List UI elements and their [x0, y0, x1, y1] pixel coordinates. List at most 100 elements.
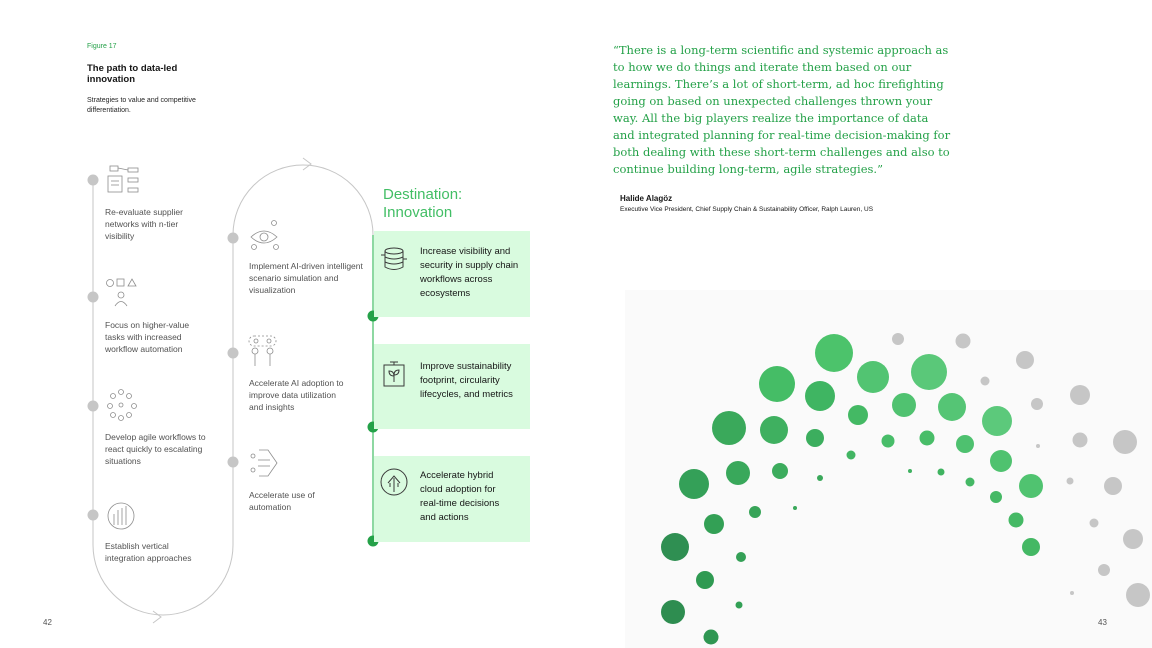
dot	[1126, 583, 1150, 607]
dot	[805, 381, 835, 411]
dot	[1104, 477, 1122, 495]
destination-item-text: Increase visibility and security in supp…	[420, 246, 519, 299]
dot	[990, 491, 1002, 503]
page-number-left: 42	[43, 618, 52, 627]
dot	[772, 463, 788, 479]
dot	[1098, 564, 1110, 576]
eye-scenario-icon	[250, 220, 279, 250]
dot	[892, 333, 904, 345]
network-dots-icon	[107, 389, 137, 421]
dot	[1019, 474, 1043, 498]
quote-text: “There is a long-term scientific and sys…	[613, 43, 951, 176]
dot	[848, 405, 868, 425]
automation-icon	[250, 449, 278, 477]
ai-people-icon	[248, 335, 277, 366]
dot	[1113, 430, 1137, 454]
quote-author-role: Executive Vice President, Chief Supply C…	[620, 206, 874, 213]
destination-title-line1: Destination:	[383, 186, 463, 203]
dot	[817, 475, 823, 481]
dot	[881, 434, 895, 448]
dot	[749, 506, 761, 518]
middle-step-text: Accelerate use of automation	[249, 490, 315, 512]
dot	[1036, 444, 1040, 448]
page-number-right: 43	[1098, 618, 1107, 627]
dot	[760, 416, 788, 444]
dot	[1031, 398, 1043, 410]
step-dot	[227, 347, 239, 359]
dot	[661, 600, 685, 624]
destination-title: Destination: Innovation	[383, 186, 462, 222]
dot	[1008, 512, 1024, 528]
dot	[703, 629, 719, 645]
dot	[1070, 591, 1074, 595]
dot	[1022, 538, 1040, 556]
grey-dots	[892, 333, 1150, 607]
data-stack-icon	[381, 247, 407, 270]
dot	[892, 393, 916, 417]
middle-step-text: Accelerate AI adoption to improve data u…	[249, 378, 344, 412]
step-dot	[227, 456, 239, 468]
dot	[661, 533, 689, 561]
destination-title-line2: Innovation	[383, 204, 453, 221]
dot	[696, 571, 714, 589]
left-step-text: Focus on higher-value tasks with increas…	[105, 320, 190, 354]
step-dot	[227, 232, 239, 244]
middle-step-text: Implement AI-driven intelligent scenario…	[249, 261, 363, 295]
dot	[815, 334, 853, 372]
dot	[980, 376, 990, 386]
figure-title: The path to data-led innovation	[87, 63, 178, 85]
quote-author: Halide Alagöz	[620, 194, 673, 203]
green-dots	[661, 334, 1043, 645]
dot	[1016, 351, 1034, 369]
dot	[726, 461, 750, 485]
dot	[990, 450, 1012, 472]
left-step-text: Develop agile workflows to react quickly…	[105, 432, 206, 466]
illustration-background	[625, 290, 1152, 648]
dot	[1089, 518, 1099, 528]
dot	[911, 354, 947, 390]
dot	[846, 450, 856, 460]
step-dot	[87, 509, 99, 521]
step-dot	[87, 291, 99, 303]
dot	[759, 366, 795, 402]
figure-subtitle: Strategies to value and competitive diff…	[87, 97, 196, 114]
arrow-bottom-icon	[152, 610, 162, 624]
dot	[982, 406, 1012, 436]
hierarchy-icon	[107, 165, 139, 193]
dot	[712, 411, 746, 445]
destination-item-text: Accelerate hybrid cloud adoption for rea…	[420, 470, 500, 523]
cloud-upload-icon	[380, 468, 408, 496]
dot	[1070, 385, 1090, 405]
integration-icon	[107, 502, 135, 530]
figure-label: Figure 17	[87, 43, 117, 50]
left-step-text: Establish vertical integration approache…	[105, 541, 192, 563]
plant-bin-icon	[383, 361, 405, 387]
dot	[1072, 432, 1088, 448]
dot	[908, 469, 912, 473]
destination-item-text: Improve sustainability footprint, circul…	[420, 361, 513, 400]
path-curve-top	[232, 164, 374, 236]
destination-item: Improve sustainability footprint, circul…	[374, 344, 530, 429]
path-diagram	[87, 157, 379, 624]
arrow-top-icon	[302, 157, 312, 171]
dot	[938, 393, 966, 421]
dot-arc-illustration	[625, 290, 1152, 648]
dot	[735, 601, 743, 609]
dot	[937, 468, 945, 476]
dot	[965, 477, 975, 487]
dot	[736, 552, 746, 562]
dot	[1123, 529, 1143, 549]
dot	[857, 361, 889, 393]
step-dot	[87, 174, 99, 186]
path-curve-bottom	[92, 544, 234, 616]
step-dot	[87, 400, 99, 412]
dot	[1066, 477, 1074, 485]
destination-item: Accelerate hybrid cloud adoption for rea…	[374, 456, 530, 542]
workflow-user-icon	[106, 278, 137, 307]
dot	[955, 333, 971, 349]
dot	[793, 506, 797, 510]
left-step-text: Re-evaluate supplier networks with n-tie…	[105, 207, 183, 241]
dot	[919, 430, 935, 446]
dot	[956, 435, 974, 453]
dot	[679, 469, 709, 499]
